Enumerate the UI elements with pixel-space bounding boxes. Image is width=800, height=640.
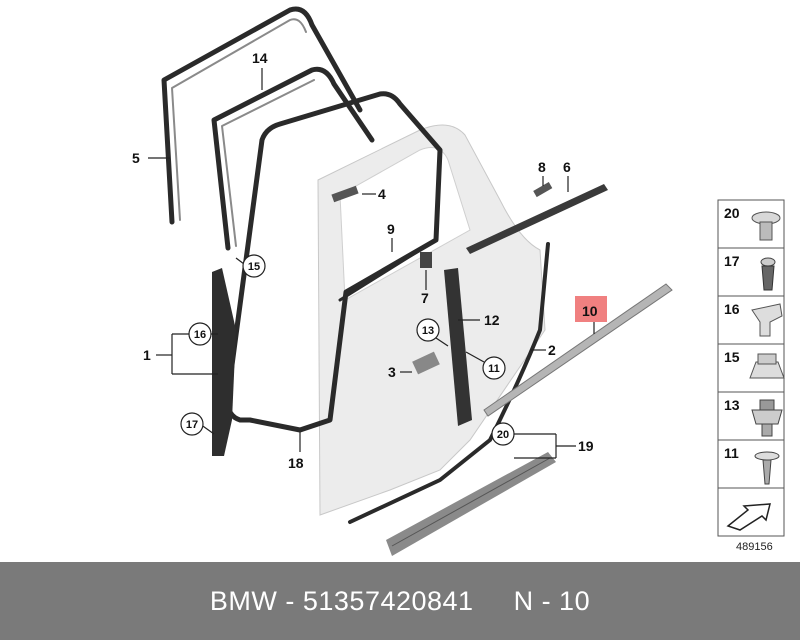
svg-text:20: 20: [497, 429, 509, 441]
circled-16: 16: [188, 322, 212, 346]
callout-18: 18: [288, 455, 304, 471]
callout-9: 9: [387, 221, 395, 237]
panel-number-16: 16: [724, 301, 740, 317]
svg-text:13: 13: [422, 325, 434, 337]
panel-number-11: 11: [724, 445, 739, 461]
panel-number-20: 20: [724, 205, 740, 221]
window-frame-seal: [161, 6, 363, 225]
arrow-symbol-icon: [726, 503, 771, 531]
callout-5: 5: [132, 150, 140, 166]
screw-icon: [754, 451, 780, 485]
svg-text:15: 15: [248, 261, 260, 273]
window-channel-seal: [211, 66, 375, 251]
svg-text:17: 17: [186, 419, 198, 431]
door-trim-strip-10: [483, 283, 673, 417]
circled-13: 13: [416, 318, 440, 342]
outer-belt-molding: [466, 184, 608, 254]
callout-1: 1: [143, 347, 151, 363]
door-seal-exploded-diagram: 5 14 4 8 6 9 7 10 12 2 3 18 1 19 16 17 1…: [132, 6, 785, 556]
callout-2: 2: [548, 342, 556, 358]
panel-number-15: 15: [724, 349, 740, 365]
leader-lines: [148, 68, 595, 459]
spring-clip-icon: [751, 399, 783, 437]
expanding-clip-icon: [760, 257, 776, 291]
front-pillar-cover: [212, 268, 236, 456]
panel-number-17: 17: [724, 253, 740, 269]
circled-11: 11: [482, 356, 506, 380]
callout-6: 6: [563, 159, 571, 175]
circled-15: 15: [242, 254, 266, 278]
fastener-parts-panel: 20 17 16 15 13 11: [717, 199, 785, 537]
clip-tab-icon: [751, 303, 783, 337]
bracket-3: [412, 351, 440, 375]
callout-10: 10: [582, 303, 598, 319]
diagram-position: N - 10: [513, 585, 591, 616]
callout-14: 14: [252, 50, 268, 66]
callout-7: 7: [421, 290, 429, 306]
part-number-footer: BMW - 51357420841 N - 10: [0, 562, 800, 640]
stop-buffer-7: [420, 252, 432, 268]
svg-text:16: 16: [194, 329, 206, 341]
b-pillar-trim: [444, 268, 472, 426]
inner-window-channel: [338, 238, 438, 302]
brand-and-part-number: BMW - 51357420841: [209, 585, 474, 616]
small-seal-piece-4: [331, 185, 359, 203]
highlight-box-10: [575, 296, 607, 322]
callout-3: 3: [388, 364, 396, 380]
circled-17: 17: [180, 412, 204, 436]
callout-12: 12: [484, 312, 500, 328]
callout-8: 8: [538, 159, 546, 175]
drawing-number: 489156: [736, 541, 773, 553]
small-seal-piece-8: [533, 182, 553, 198]
callout-4: 4: [378, 186, 386, 202]
push-rivet-icon: [751, 211, 781, 241]
panel-number-13: 13: [724, 397, 740, 413]
svg-text:11: 11: [488, 363, 500, 375]
clip-nut-icon: [749, 353, 785, 379]
circled-20: 20: [491, 422, 515, 446]
door-edge-seal: [348, 242, 550, 524]
callout-19: 19: [578, 438, 594, 454]
